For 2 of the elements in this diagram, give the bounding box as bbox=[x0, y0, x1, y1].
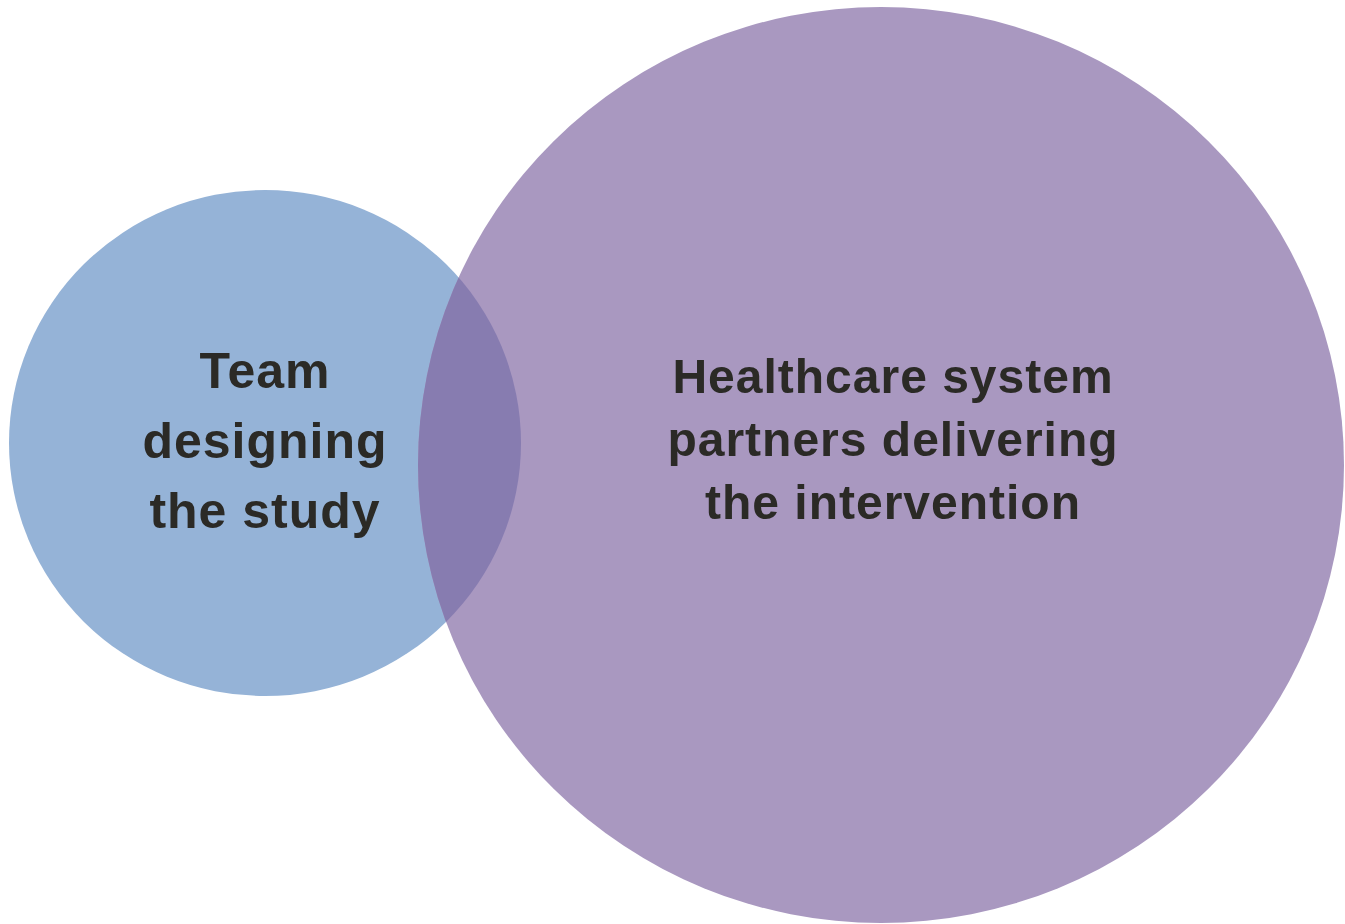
circle-label: Healthcare system partners delivering the intervention bbox=[666, 348, 1120, 531]
circle-label: Team designing the study bbox=[141, 342, 389, 541]
